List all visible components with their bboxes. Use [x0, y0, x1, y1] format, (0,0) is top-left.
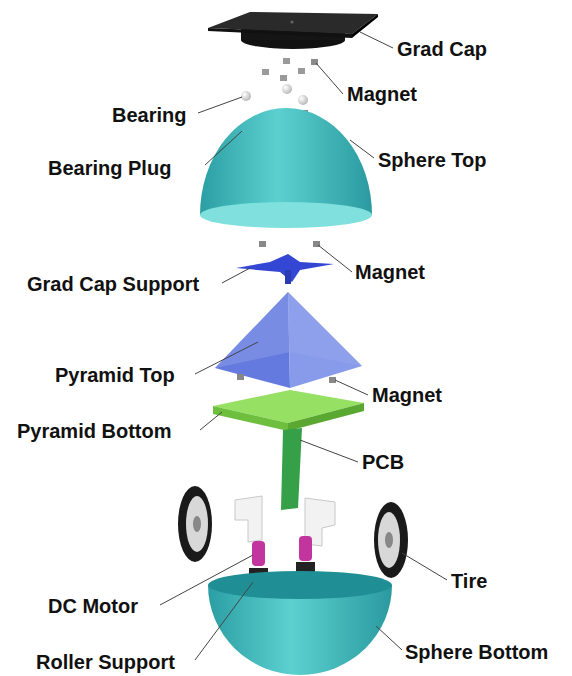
part-label: Tire	[451, 570, 487, 592]
part-label: Magnet	[372, 384, 442, 406]
pyramid-top	[215, 292, 362, 388]
dc-motor	[299, 536, 312, 561]
pyramid-bottom	[213, 390, 364, 431]
part-label: PCB	[362, 451, 404, 473]
part-label: Grad Cap	[397, 38, 487, 60]
part-label: Magnet	[355, 261, 425, 283]
part-label: Sphere Bottom	[405, 641, 548, 663]
part-label: Pyramid Bottom	[17, 420, 171, 442]
part-label: Bearing	[112, 104, 186, 126]
part-label: Grad Cap Support	[27, 273, 199, 295]
dc-motor	[252, 541, 265, 566]
sphere-bottom	[208, 571, 392, 675]
tire	[374, 502, 408, 578]
leader-lines	[160, 32, 447, 660]
part-label: DC Motor	[48, 595, 138, 617]
grad-cap-support	[236, 254, 334, 284]
tire	[178, 486, 212, 562]
grad-cap	[208, 12, 378, 49]
part-label: Roller Support	[36, 651, 175, 673]
motor-brackets	[235, 496, 335, 546]
part-label: Sphere Top	[378, 149, 487, 171]
part-label: Pyramid Top	[55, 364, 175, 386]
part-label: Magnet	[347, 83, 417, 105]
sphere-top	[200, 108, 372, 228]
part-label: Bearing Plug	[48, 157, 171, 179]
pcb-board	[281, 428, 302, 510]
